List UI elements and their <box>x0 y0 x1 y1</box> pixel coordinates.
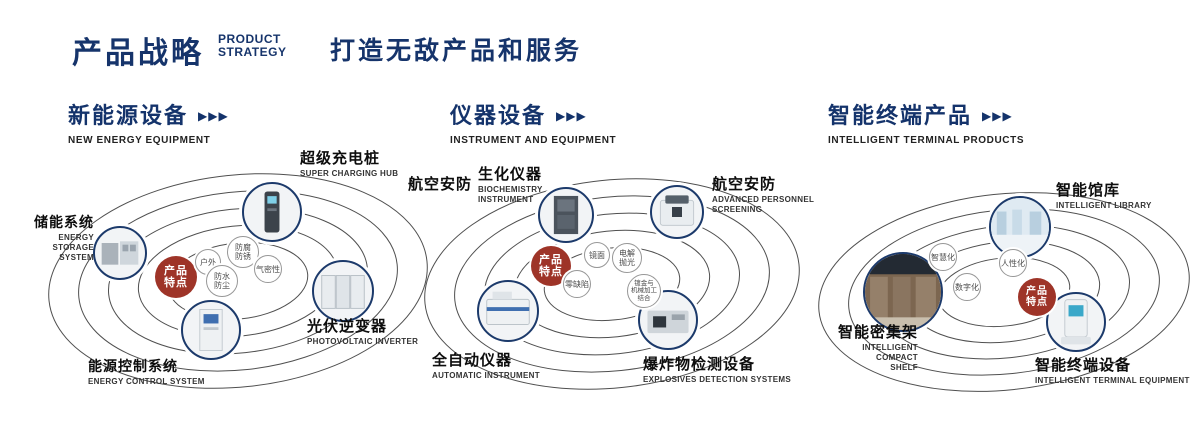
feature-bubble: 人性化 <box>999 249 1027 277</box>
page-title: 产品战略 <box>72 37 204 70</box>
feature-bubble: 电解抛光 <box>612 243 642 273</box>
triple-arrow-icon: ▶▶▶ <box>198 108 229 123</box>
energy-storage-photo <box>93 226 147 280</box>
label-intelligent-library: 智能馆库 INTELLIGENT LIBRARY <box>1056 182 1152 210</box>
label-energy-storage: 储能系统 ENERGY STORAGE SYSTEM <box>34 214 94 262</box>
automatic-instrument-photo <box>477 280 539 342</box>
page-title-en: PRODUCT STRATEGY <box>218 33 286 59</box>
personnel-screening-photo <box>650 185 704 239</box>
feature-bubble: 镜面 <box>584 242 610 268</box>
label-intelligent-terminal-equipment: 智能终端设备 INTELLIGENT TERMINAL EQUIPMENT <box>1035 357 1190 385</box>
triple-arrow-icon: ▶▶▶ <box>556 108 587 123</box>
label-aviation-security-side: 航空安防 <box>408 176 473 193</box>
label-photovoltaic-inverter: 光伏逆变器 PHOTOVOLTAIC INVERTER <box>307 318 419 346</box>
section-title: 新能源设备 <box>68 103 189 128</box>
label-personnel-screening: 航空安防 ADVANCED PERSONNEL SCREENING <box>712 176 815 214</box>
page-subtitle: 打造无敌产品和服务 <box>330 37 583 65</box>
section-header-new-energy: 新能源设备 ▶▶▶ NEW ENERGY EQUIPMENT <box>68 98 229 146</box>
feature-bubble: 防腐防锈 <box>227 236 259 268</box>
feature-bubble: 智慧化 <box>929 243 957 271</box>
section-subtitle: INTELLIGENT TERMINAL PRODUCTS <box>828 135 1025 146</box>
feature-bubble: 气密性 <box>254 255 282 283</box>
feature-bubble: 镀金与机械加工结合 <box>627 274 661 308</box>
section-header-instruments: 仪器设备 ▶▶▶ INSTRUMENT AND EQUIPMENT <box>450 98 616 146</box>
feature-bubble: 零缺陷 <box>563 270 591 298</box>
label-automatic-instrument: 全自动仪器 AUTOMATIC INSTRUMENT <box>432 352 540 380</box>
triple-arrow-icon: ▶▶▶ <box>982 108 1013 123</box>
label-biochemistry-instrument: 生化仪器 BIOCHEMISTRY INSTRUMENT <box>478 166 543 204</box>
label-super-charging-hub: 超级充电桩 SUPER CHARGING HUB <box>300 150 399 178</box>
intelligent-compact-shelf-photo <box>863 252 943 332</box>
photovoltaic-inverter-photo <box>312 260 374 322</box>
super-charging-hub-photo <box>242 182 302 242</box>
page-title-en-line2: STRATEGY <box>218 45 287 59</box>
page-title-en-line1: PRODUCT <box>218 32 281 46</box>
feature-bubble: 数字化 <box>953 273 981 301</box>
label-intelligent-compact-shelf: 智能密集架 INTELLIGENT COMPACT SHELF <box>837 324 918 372</box>
label-energy-control-system: 能源控制系统 ENERGY CONTROL SYSTEM <box>88 358 205 386</box>
section-subtitle: NEW ENERGY EQUIPMENT <box>68 135 211 146</box>
section-subtitle: INSTRUMENT AND EQUIPMENT <box>450 135 617 146</box>
feature-badge-intelligent-terminal: 产品 特点 <box>1018 278 1056 316</box>
section-header-intelligent-terminal: 智能终端产品 ▶▶▶ INTELLIGENT TERMINAL PRODUCTS <box>828 98 1024 146</box>
intelligent-terminal-photo <box>1046 292 1106 352</box>
intelligent-library-photo <box>989 196 1051 258</box>
section-title: 智能终端产品 <box>828 103 973 128</box>
label-explosives-detection: 爆炸物检测设备 EXPLOSIVES DETECTION SYSTEMS <box>643 356 791 384</box>
feature-badge-instruments: 产品 特点 <box>531 246 571 286</box>
feature-bubble: 防水防尘 <box>206 265 238 297</box>
biochemistry-instrument-photo <box>538 187 594 243</box>
feature-badge-new-energy: 产品 特点 <box>155 256 197 298</box>
section-title: 仪器设备 <box>450 103 547 128</box>
energy-control-system-photo <box>181 300 241 360</box>
